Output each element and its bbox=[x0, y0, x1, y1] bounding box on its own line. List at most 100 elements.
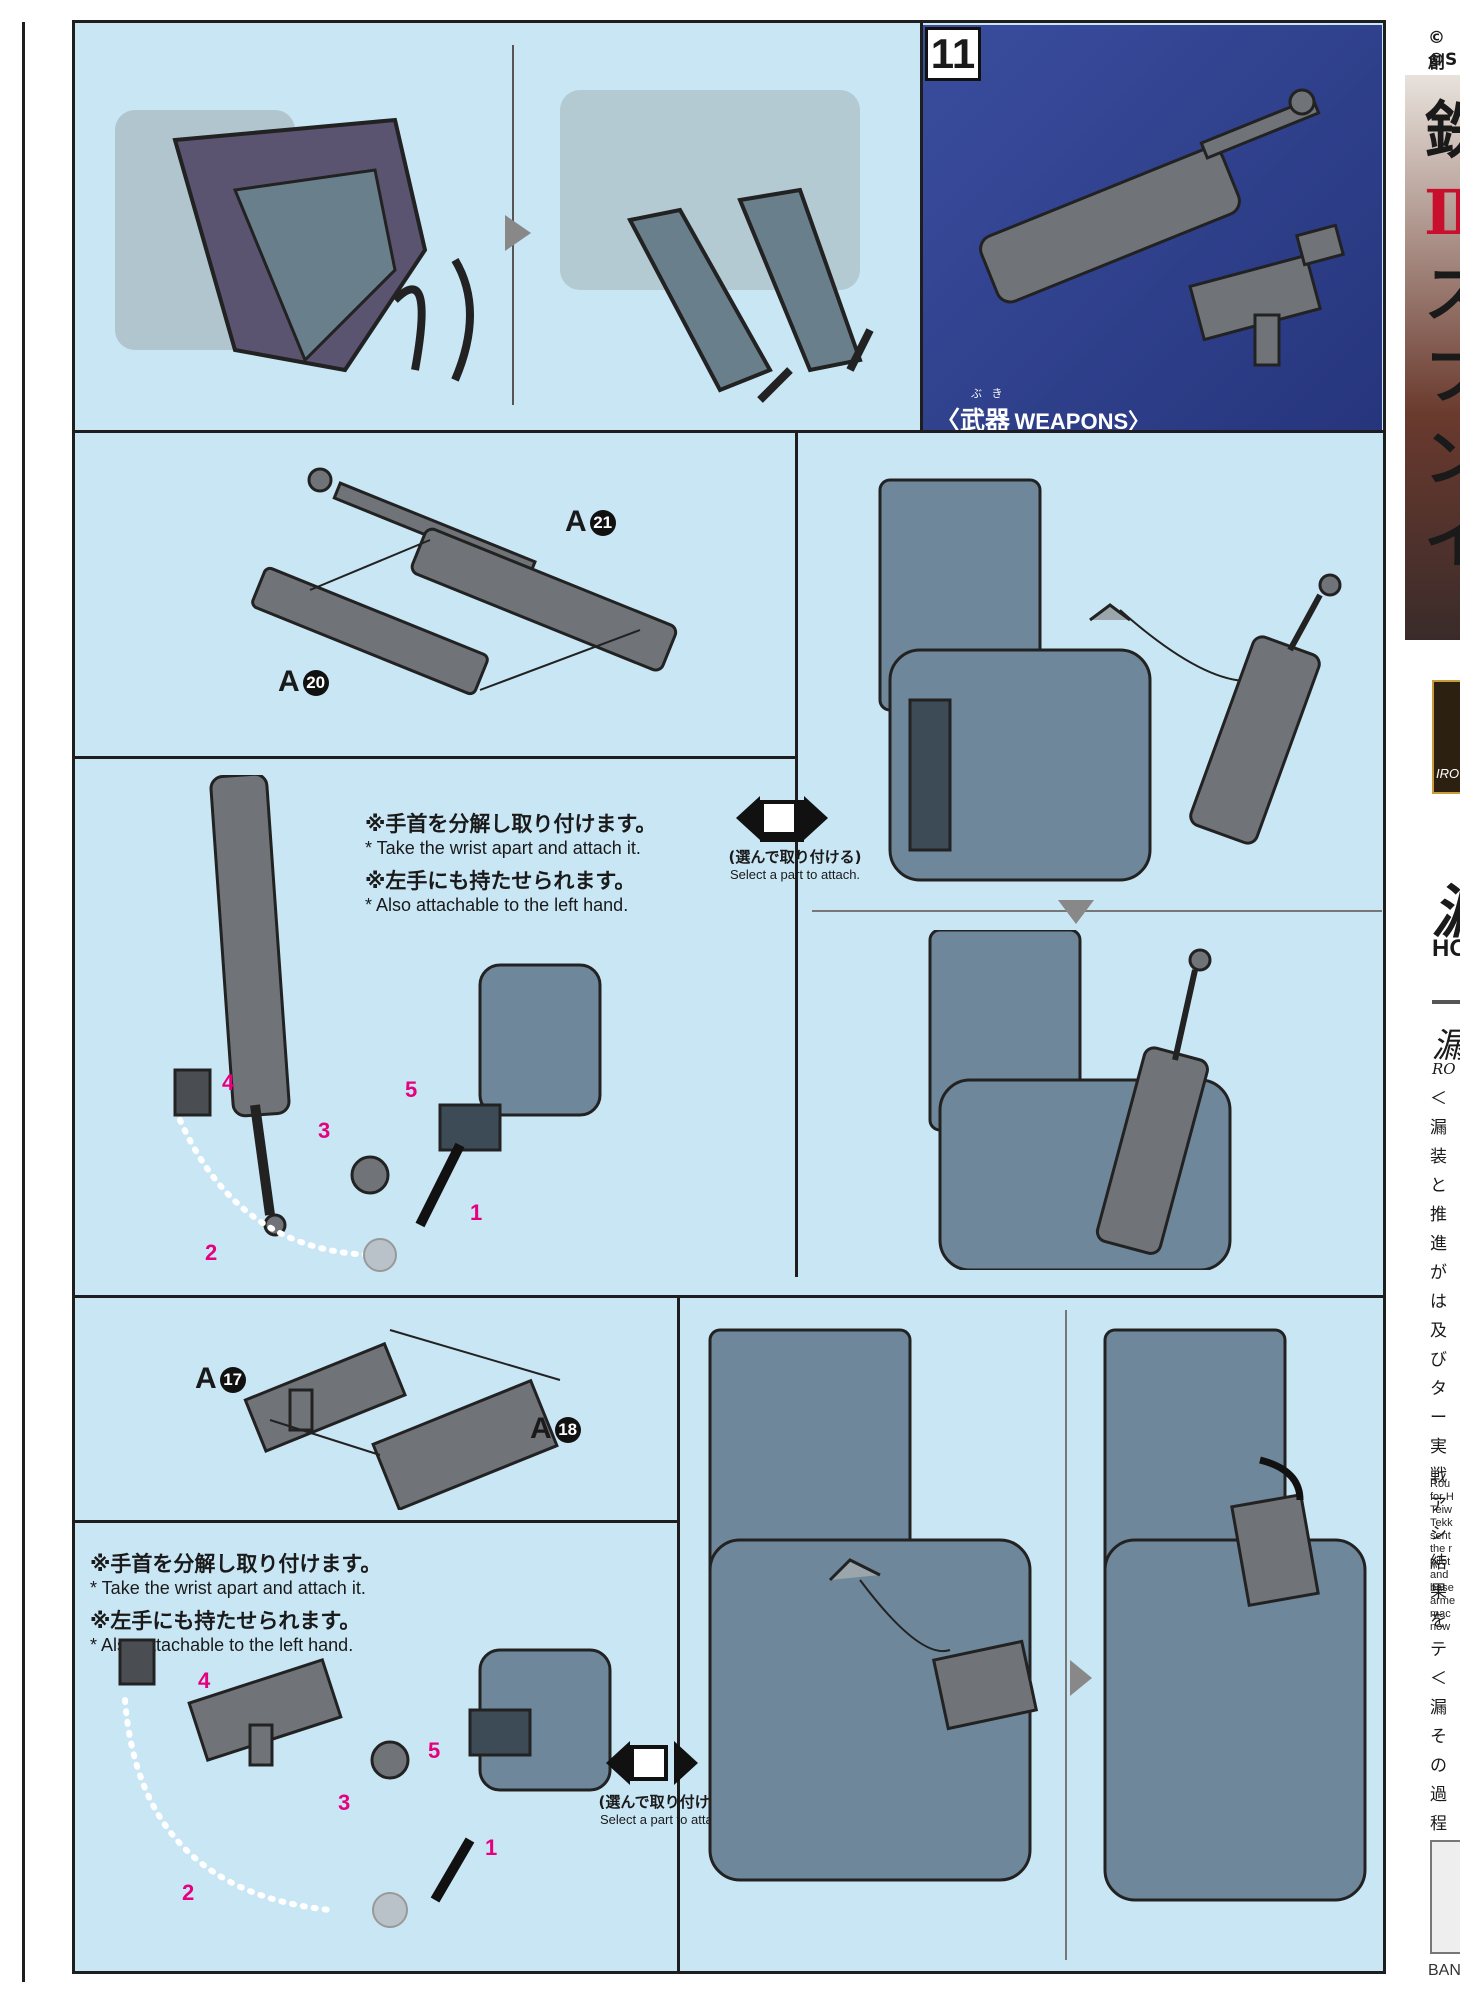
sidebar-kanji-large: 漏 bbox=[1432, 865, 1460, 949]
sidebar-copyright-1: ©創 bbox=[1428, 28, 1445, 73]
sidebar-bottom-text: BAN bbox=[1428, 1962, 1460, 1979]
title-char: フ bbox=[1424, 340, 1460, 413]
step-marker: 3 bbox=[318, 1118, 331, 1143]
step-number: 11 bbox=[930, 30, 976, 77]
select-part-indicator: (選んで取り付ける) Select a part to attach. bbox=[590, 1735, 740, 1827]
jp-line: その bbox=[1430, 1727, 1447, 1776]
en-line: Rou bbox=[1430, 1478, 1451, 1490]
jp-line: 実戦 bbox=[1430, 1437, 1447, 1486]
arrow-down-icon bbox=[1058, 900, 1094, 924]
select-part-indicator: (選んで取り付ける) Select a part to attach. bbox=[720, 790, 870, 882]
title-char: Ⅱ bbox=[1424, 176, 1460, 249]
wrist-note-jp: ※手首を分解し取り付けます。 bbox=[365, 812, 657, 836]
left-hand-note-en: * Also attachable to the left hand. bbox=[90, 1635, 354, 1655]
divider-lower bbox=[74, 1295, 1384, 1298]
arrow-right-icon bbox=[1070, 1660, 1092, 1696]
wrist-note-en: * Take the wrist apart and attach it. bbox=[365, 838, 641, 858]
en-line: mac bbox=[1430, 1608, 1451, 1620]
en-line: the r bbox=[1430, 1543, 1453, 1555]
part-number-badge: 17 bbox=[219, 1367, 246, 1394]
jp-line: をテ bbox=[1430, 1611, 1447, 1660]
title-char: 鉄 bbox=[1424, 94, 1460, 167]
en-line: now bbox=[1430, 1621, 1451, 1633]
sidebar-copyright-2: ©S bbox=[1428, 50, 1458, 70]
weapons-illustration bbox=[979, 88, 1346, 367]
right-sidebar: ©創 ©S 鉄 Ⅱ ス フ ン イ IRO 漏 HO 漏 RO ＜漏 装と 推進… bbox=[1402, 0, 1460, 2000]
en-line: pilot bbox=[1430, 1556, 1451, 1568]
wrist-note-1: ※手首を分解し取り付けます。 * Take the wrist apart an… bbox=[365, 808, 656, 916]
left-hand-note-jp: ※左手にも持たせられます。 bbox=[90, 1609, 361, 1633]
sidebar-key-art bbox=[1405, 75, 1460, 640]
step-marker: 2 bbox=[205, 1240, 218, 1265]
backpack-step-before bbox=[115, 110, 474, 382]
jp-line: 結果 bbox=[1430, 1553, 1447, 1602]
en-line: Tekk bbox=[1430, 1517, 1453, 1529]
jp-line: ＜漏 bbox=[1430, 1089, 1447, 1138]
sidebar-jp-text: ＜漏 装と 推進 がは 及び ター 実戦 アシ 結果 をテ ＜漏 その 過程 bbox=[1430, 1085, 1460, 1839]
divider-lower-right bbox=[1065, 1310, 1067, 1960]
part-number-badge: 18 bbox=[554, 1417, 581, 1444]
sidebar-ho: HO bbox=[1432, 935, 1460, 962]
step-marker: 4 bbox=[198, 1668, 211, 1693]
swap-arrows-icon bbox=[720, 790, 870, 846]
divider-mid-right bbox=[812, 910, 1382, 912]
logo-text: IRO bbox=[1436, 766, 1460, 781]
jp-line: 推進 bbox=[1430, 1205, 1447, 1254]
part-number-badge: 20 bbox=[302, 670, 329, 697]
sidebar-rule bbox=[1432, 1000, 1460, 1004]
swap-arrows-icon bbox=[590, 1735, 740, 1791]
gun-hand-illustration bbox=[118, 1638, 612, 1928]
sidebar-name-roman: RO bbox=[1432, 1060, 1456, 1078]
long-weapon-drawing bbox=[979, 88, 1321, 304]
en-line: Teiw bbox=[1430, 1504, 1453, 1516]
sword-mount-illustration-2 bbox=[928, 930, 1232, 1270]
part-number-badge: 21 bbox=[589, 510, 616, 537]
divider-top-mid bbox=[920, 22, 923, 432]
select-note-jp: (選んで取り付ける) bbox=[728, 848, 862, 866]
en-line: base bbox=[1430, 1582, 1454, 1594]
gun-parts-illustration bbox=[243, 1329, 561, 1510]
wrist-note-2: ※手首を分解し取り付けます。 * Take the wrist apart an… bbox=[90, 1548, 381, 1656]
weapons-ruby: ぶ き bbox=[971, 387, 1006, 400]
part-letter: A bbox=[278, 665, 300, 698]
sidebar-name-kanji: 漏 bbox=[1432, 1018, 1460, 1067]
jp-line: ター bbox=[1430, 1379, 1447, 1428]
select-note-en: Select a part to attach. bbox=[729, 867, 861, 882]
sidebar-warning-box bbox=[1430, 1840, 1460, 1954]
weapons-en: WEAPONS〉 bbox=[1014, 409, 1151, 434]
divider-a17-box bbox=[74, 1520, 679, 1523]
jp-line: ＜漏 bbox=[1430, 1669, 1447, 1718]
left-hand-note-en: * Also attachable to the left hand. bbox=[365, 895, 629, 915]
left-hand-note-jp: ※左手にも持たせられます。 bbox=[365, 869, 636, 893]
part-letter: A bbox=[530, 1412, 552, 1445]
jp-line: アシ bbox=[1430, 1495, 1447, 1544]
sidebar-title: 鉄 Ⅱ ス フ ン イ bbox=[1424, 90, 1460, 582]
main-frame bbox=[72, 20, 1386, 1974]
jp-line: 過程 bbox=[1430, 1785, 1447, 1834]
wrist-note-en: * Take the wrist apart and attach it. bbox=[90, 1578, 366, 1598]
part-letter: A bbox=[195, 1362, 217, 1395]
gun-mount-illustration-2 bbox=[1103, 1328, 1367, 1902]
part-letter: A bbox=[565, 505, 587, 538]
select-note-jp: (選んで取り付ける) bbox=[598, 1793, 732, 1811]
wrist-note-jp: ※手首を分解し取り付けます。 bbox=[90, 1552, 382, 1576]
sidebar-logo: IRO bbox=[1432, 680, 1460, 794]
step-marker: 3 bbox=[338, 1790, 351, 1815]
sidebar-en-text: Rou for H Teiw Tekk sent the r pilot and… bbox=[1430, 1478, 1455, 1634]
en-line: for H bbox=[1430, 1491, 1454, 1503]
jp-line: 及び bbox=[1430, 1321, 1447, 1370]
title-char: イ bbox=[1424, 504, 1460, 577]
step-marker: 5 bbox=[405, 1077, 418, 1102]
sword-parts-illustration bbox=[251, 467, 678, 696]
sword-hand-illustration bbox=[173, 775, 602, 1272]
step-number-box: 11 bbox=[925, 27, 981, 81]
left-page-edge bbox=[0, 22, 25, 1982]
gun-mount-illustration-1 bbox=[708, 1328, 1039, 1882]
step-marker: 5 bbox=[428, 1738, 441, 1763]
title-char: ス bbox=[1424, 258, 1460, 331]
en-line: sent bbox=[1430, 1530, 1451, 1542]
